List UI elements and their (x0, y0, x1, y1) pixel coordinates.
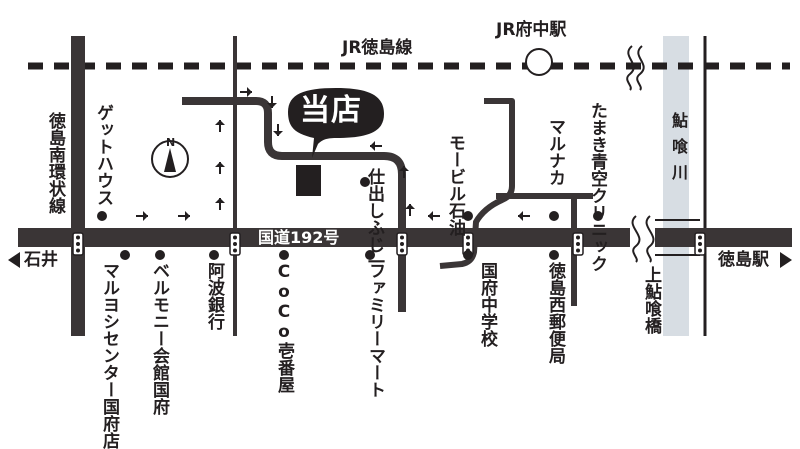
traffic-signal-lamp (576, 242, 580, 246)
map-graphics (8, 36, 792, 336)
traffic-signal-lamp (576, 248, 580, 253)
landmark-dot (463, 211, 473, 221)
shop-callout (288, 88, 384, 158)
traffic-signal-lamp (76, 248, 80, 253)
landmark-dot (209, 250, 219, 260)
route-arrow-head (399, 166, 409, 171)
access-map: JR徳島線 JR府中駅 当店 N 国道192号 石井 徳島駅 鮎喰川 上鮎喰橋 … (8, 20, 792, 449)
landmark-dot (120, 250, 130, 260)
get-house-label: ゲットハウス (93, 104, 113, 206)
west-ring-road-label: 徳島南環状線 (45, 112, 65, 214)
traffic-signal-lamp (698, 235, 702, 240)
west-ring-road (71, 36, 85, 336)
marunaka-label: マルナカ (545, 118, 565, 186)
traffic-signal-lamp (76, 242, 80, 246)
traffic-signal-lamp (400, 248, 404, 253)
traffic-signal-lamp (400, 235, 404, 240)
landmark-dot (549, 211, 559, 221)
landmark-dot (365, 250, 375, 260)
route-arrow-head (247, 87, 252, 97)
tokushima-nishi-post-label: 徳島西郵便局 (545, 262, 565, 364)
family-mart-label: ファミリーマート (365, 262, 385, 398)
traffic-signal-lamp (400, 242, 404, 246)
traffic-signal-lamp (233, 248, 237, 253)
landmark-markers (97, 177, 603, 260)
maruyoshi-label: マルヨシセンター国府店 (99, 262, 119, 449)
route-arrow-head (143, 211, 148, 221)
route-arrow-head (405, 204, 415, 209)
landmark-dot (463, 250, 473, 260)
jr-station-label: JR府中駅 (496, 20, 567, 40)
route-arrow-head (215, 120, 225, 125)
traffic-signal-lamp (698, 242, 702, 246)
traffic-signal-lamp (233, 235, 237, 240)
rail-break-mark (626, 45, 635, 91)
route-192-road (18, 228, 630, 247)
landmark-dot (593, 211, 603, 221)
station-access-road (439, 98, 515, 269)
route-arrow-head (273, 131, 283, 136)
route-192-road-east (655, 228, 792, 247)
route-arrow-head (428, 211, 433, 221)
traffic-signal-lamp (466, 242, 470, 246)
route-arrow-head (267, 103, 277, 108)
west-direction-arrow (8, 252, 20, 268)
ayukui-river-label: 鮎喰川 (669, 112, 688, 190)
east-direction-arrow (780, 252, 792, 268)
route-192-label: 国道192号 (258, 228, 340, 247)
ayukui-river (663, 36, 689, 336)
landmark-dot (360, 177, 370, 187)
traffic-signal-lamp (466, 235, 470, 240)
shidashi-fuji-label: 仕出しふじ一 (364, 168, 384, 270)
route-arrow-head (215, 198, 225, 203)
route-arrow-head (518, 211, 523, 221)
traffic-signal-lamp (698, 248, 702, 253)
awa-bank-label: 阿波銀行 (204, 262, 224, 330)
traffic-signals (72, 232, 706, 256)
compass-north-label: N (166, 136, 176, 149)
bellmony-label: ベルモニー会館国府 (149, 262, 169, 415)
coco-ichibanya-label: CoCo壱番屋 (274, 262, 294, 393)
route-arrow-head (185, 211, 190, 221)
traffic-signal-lamp (233, 242, 237, 246)
jr-fuchu-station-marker (525, 48, 553, 76)
compass-needle (164, 148, 176, 172)
landmark-dot (279, 250, 289, 260)
route-arrows (136, 87, 530, 221)
landmark-dot (155, 250, 165, 260)
landmark-dot (97, 211, 107, 221)
road-break-mark (645, 215, 655, 263)
tamaki-clinic-label: たまき青空クリニック (587, 102, 607, 272)
road-break-mark (631, 215, 641, 263)
shop-building (296, 165, 321, 196)
shop-access-road (182, 97, 406, 312)
traffic-signal-lamp (576, 235, 580, 240)
kokufu-jhs-label: 国府中学校 (477, 262, 497, 347)
jr-line-label: JR徳島線 (342, 38, 413, 58)
west-destination-label: 石井 (24, 250, 58, 270)
mobil-oil-label: モービル石油 (445, 134, 465, 236)
rail-break-mark (636, 45, 645, 91)
route-arrow-head (370, 141, 375, 151)
bridge-label: 上鮎喰橋 (641, 266, 661, 334)
traffic-signal-lamp (76, 235, 80, 240)
route-arrow-head (215, 162, 225, 167)
landmark-dot (549, 250, 559, 260)
east-destination-label: 徳島駅 (718, 250, 769, 270)
shop-label: 当店 (300, 93, 362, 128)
